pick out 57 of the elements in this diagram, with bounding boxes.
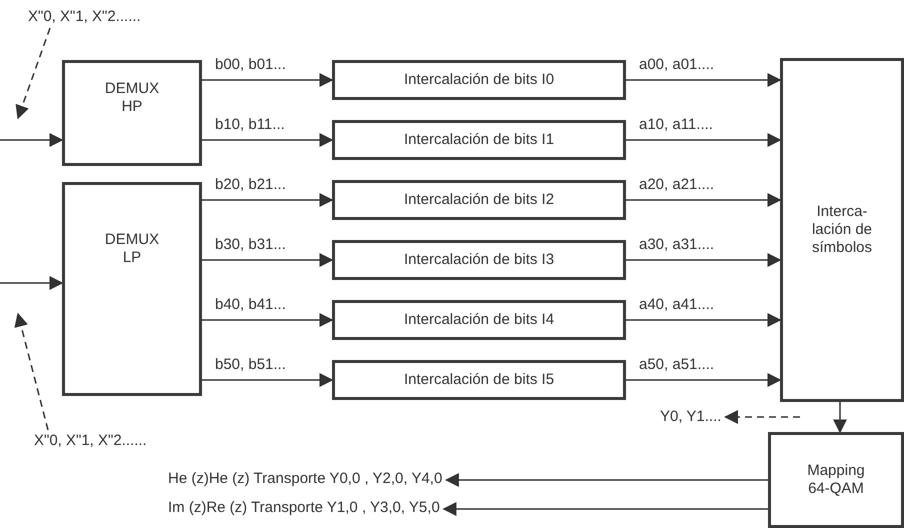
process-box (332, 240, 626, 280)
box-label: DEMUX HP (104, 80, 160, 116)
arrow (626, 313, 782, 327)
process-box (62, 182, 202, 396)
edge-label: b10, b11... (214, 116, 286, 133)
signal-text: X"0, X"1, X"2...... (34, 432, 147, 450)
arrow (202, 193, 334, 207)
edge-label: a50, a51.... (638, 356, 716, 373)
arrow (626, 253, 782, 267)
box-label: Intercalación de bits I0 (404, 71, 554, 89)
edge-label: a00, a01.... (638, 56, 716, 73)
edge-label: b50, b51... (214, 356, 287, 373)
arrow (0, 133, 64, 147)
arrow (626, 373, 782, 387)
edge-label: b20, b21... (214, 176, 287, 193)
process-box (332, 360, 626, 400)
process-box (62, 60, 202, 166)
box-label: Interca-lación de símbolos (810, 203, 874, 257)
arrow (442, 502, 768, 516)
box-label: Intercalación de bits I5 (404, 371, 554, 389)
box-label: Intercalación de bits I1 (404, 131, 554, 149)
edge-label: b30, b31... (214, 236, 287, 253)
process-box (768, 432, 904, 528)
arrow (444, 473, 768, 487)
box-label: Intercalación de bits I3 (404, 251, 554, 269)
edge-label: a40, a41.... (638, 296, 716, 313)
edge-label: b00, b01... (214, 56, 287, 73)
signal-text: Im (z)Re (z) Transporte Y1,0 , Y3,0, Y5,0 (168, 499, 440, 517)
process-box (332, 300, 626, 340)
arrow (833, 402, 847, 434)
box-label: Intercalación de bits I2 (404, 191, 554, 209)
arrow (202, 73, 334, 87)
box-label: Mapping 64-QAM (806, 462, 866, 498)
arrow (202, 133, 334, 147)
arrow (0, 276, 64, 290)
process-box (332, 120, 626, 160)
arrow (626, 133, 782, 147)
process-box (780, 58, 904, 402)
arrow (202, 313, 334, 327)
process-box (332, 60, 626, 100)
edge-label: b40, b41... (214, 296, 287, 313)
arrow (202, 253, 334, 267)
box-label: DEMUX LP (104, 231, 160, 267)
edge-label: a10, a11.... (638, 116, 714, 133)
signal-text: Y0, Y1.... (660, 408, 722, 426)
process-box (332, 180, 626, 220)
box-label: Intercalación de bits I4 (404, 311, 554, 329)
signal-text: X"0, X"1, X"2...... (28, 8, 141, 26)
edge-label: a20, a21.... (638, 176, 716, 193)
dashed-arrow (14, 312, 49, 430)
dashed-arrow (16, 28, 51, 120)
arrow (626, 193, 782, 207)
arrow (626, 73, 782, 87)
dashed-arrow (724, 410, 800, 424)
signal-text: He (z)He (z) Transporte Y0,0 , Y2,0, Y4,0 (168, 470, 442, 488)
edge-label: a30, a31.... (638, 236, 716, 253)
arrow (202, 373, 334, 387)
